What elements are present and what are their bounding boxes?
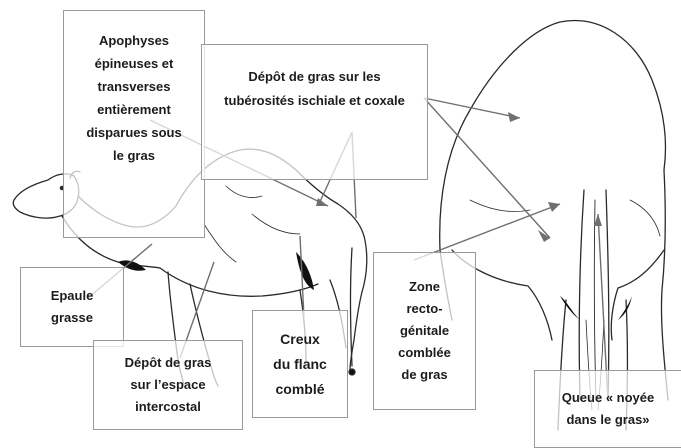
camel-belly: [160, 268, 318, 296]
label-box-apophyses: Apophyses épineuses et transverses entiè…: [63, 10, 205, 238]
arrowhead-zone: [548, 202, 560, 212]
rear-fat-shading-left: [560, 296, 580, 320]
camel-tail-tip: [349, 369, 355, 375]
camel-tail: [351, 248, 353, 366]
label-box-intercostal: Dépôt de gras sur l’espace intercostal: [93, 340, 243, 430]
leader-tub-d: [424, 98, 550, 238]
label-creux-flanc: Creux du flanc comblé: [273, 327, 327, 402]
rear-tail-left: [579, 190, 584, 400]
camel-rump: [350, 236, 367, 370]
label-zone-recto: Zone recto- génitale comblée de gras: [398, 276, 451, 386]
label-box-depot-tuberosites: Dépôt de gras sur les tubérosités ischia…: [201, 44, 428, 180]
label-box-zone-recto: Zone recto- génitale comblée de gras: [373, 252, 476, 410]
label-intercostal: Dépôt de gras sur l’espace intercostal: [125, 352, 212, 418]
rear-hump-outline: [440, 21, 666, 250]
arrowhead-apophyses: [316, 198, 328, 206]
label-queue: Queue « noyée dans le gras»: [562, 387, 654, 431]
label-box-queue: Queue « noyée dans le gras»: [534, 370, 681, 448]
rear-right-side: [661, 170, 668, 400]
rear-right-haunch: [611, 250, 664, 340]
label-epaule: Epaule grasse: [51, 285, 94, 329]
label-apophyses: Apophyses épineuses et transverses entiè…: [86, 29, 181, 167]
fat-shading-flank: [296, 252, 314, 290]
label-depot-tuberosites: Dépôt de gras sur les tubérosités ischia…: [224, 65, 405, 113]
rear-fat-shading-right: [618, 296, 632, 320]
label-box-creux-flanc: Creux du flanc comblé: [252, 310, 348, 418]
label-box-epaule: Epaule grasse: [20, 267, 124, 347]
